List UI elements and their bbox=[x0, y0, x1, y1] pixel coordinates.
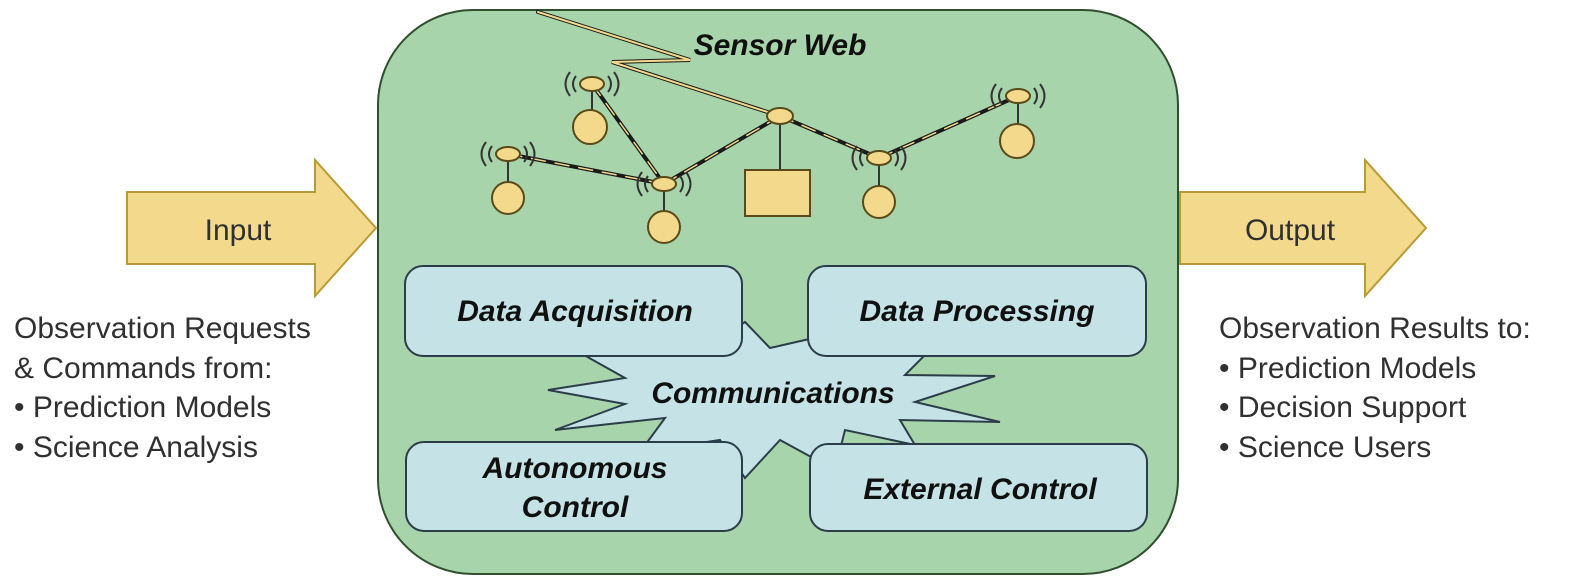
input-desc-line: Observation Requests bbox=[14, 312, 311, 345]
autonomous-control-label-line1: Autonomous bbox=[482, 452, 668, 485]
external-control-box: External Control bbox=[809, 443, 1148, 532]
sensor-web-panel bbox=[377, 9, 1179, 575]
output-desc-line: • Science Users bbox=[1219, 431, 1431, 464]
autonomous-control-label-line2: Control bbox=[522, 491, 629, 524]
input-desc-line: & Commands from: bbox=[14, 352, 272, 385]
sensor-nodes bbox=[480, 71, 1046, 244]
output-label: Output bbox=[1245, 214, 1336, 247]
data-acquisition-label: Data Acquisition bbox=[457, 295, 693, 328]
sensor-node bbox=[851, 145, 907, 219]
autonomous-control-box: Autonomous Control bbox=[405, 441, 743, 532]
sensor-node bbox=[990, 83, 1046, 159]
sensor-node bbox=[480, 141, 536, 215]
data-processing-label: Data Processing bbox=[859, 295, 1094, 328]
diagram-title: Sensor Web bbox=[694, 29, 867, 62]
input-description: Observation Requests & Commands from: • … bbox=[14, 312, 311, 464]
external-control-label: External Control bbox=[863, 473, 1097, 506]
input-label: Input bbox=[205, 214, 272, 247]
output-desc-line: • Decision Support bbox=[1219, 391, 1467, 424]
sensor-node bbox=[636, 171, 692, 244]
link-c bbox=[662, 114, 782, 186]
data-processing-box: Data Processing bbox=[807, 265, 1147, 357]
data-acquisition-box: Data Acquisition bbox=[404, 265, 743, 357]
input-arrow: Input bbox=[126, 157, 378, 299]
input-desc-line: • Prediction Models bbox=[14, 391, 271, 424]
output-description: Observation Results to: • Prediction Mod… bbox=[1219, 312, 1531, 464]
output-arrow: Output bbox=[1179, 157, 1428, 299]
hub-node bbox=[744, 107, 811, 217]
input-desc-line: • Science Analysis bbox=[14, 431, 258, 464]
output-desc-line: • Prediction Models bbox=[1219, 352, 1476, 385]
output-desc-line: Observation Results to: bbox=[1219, 312, 1531, 345]
communications-label: Communications bbox=[651, 377, 894, 410]
sensor-node bbox=[564, 71, 620, 145]
